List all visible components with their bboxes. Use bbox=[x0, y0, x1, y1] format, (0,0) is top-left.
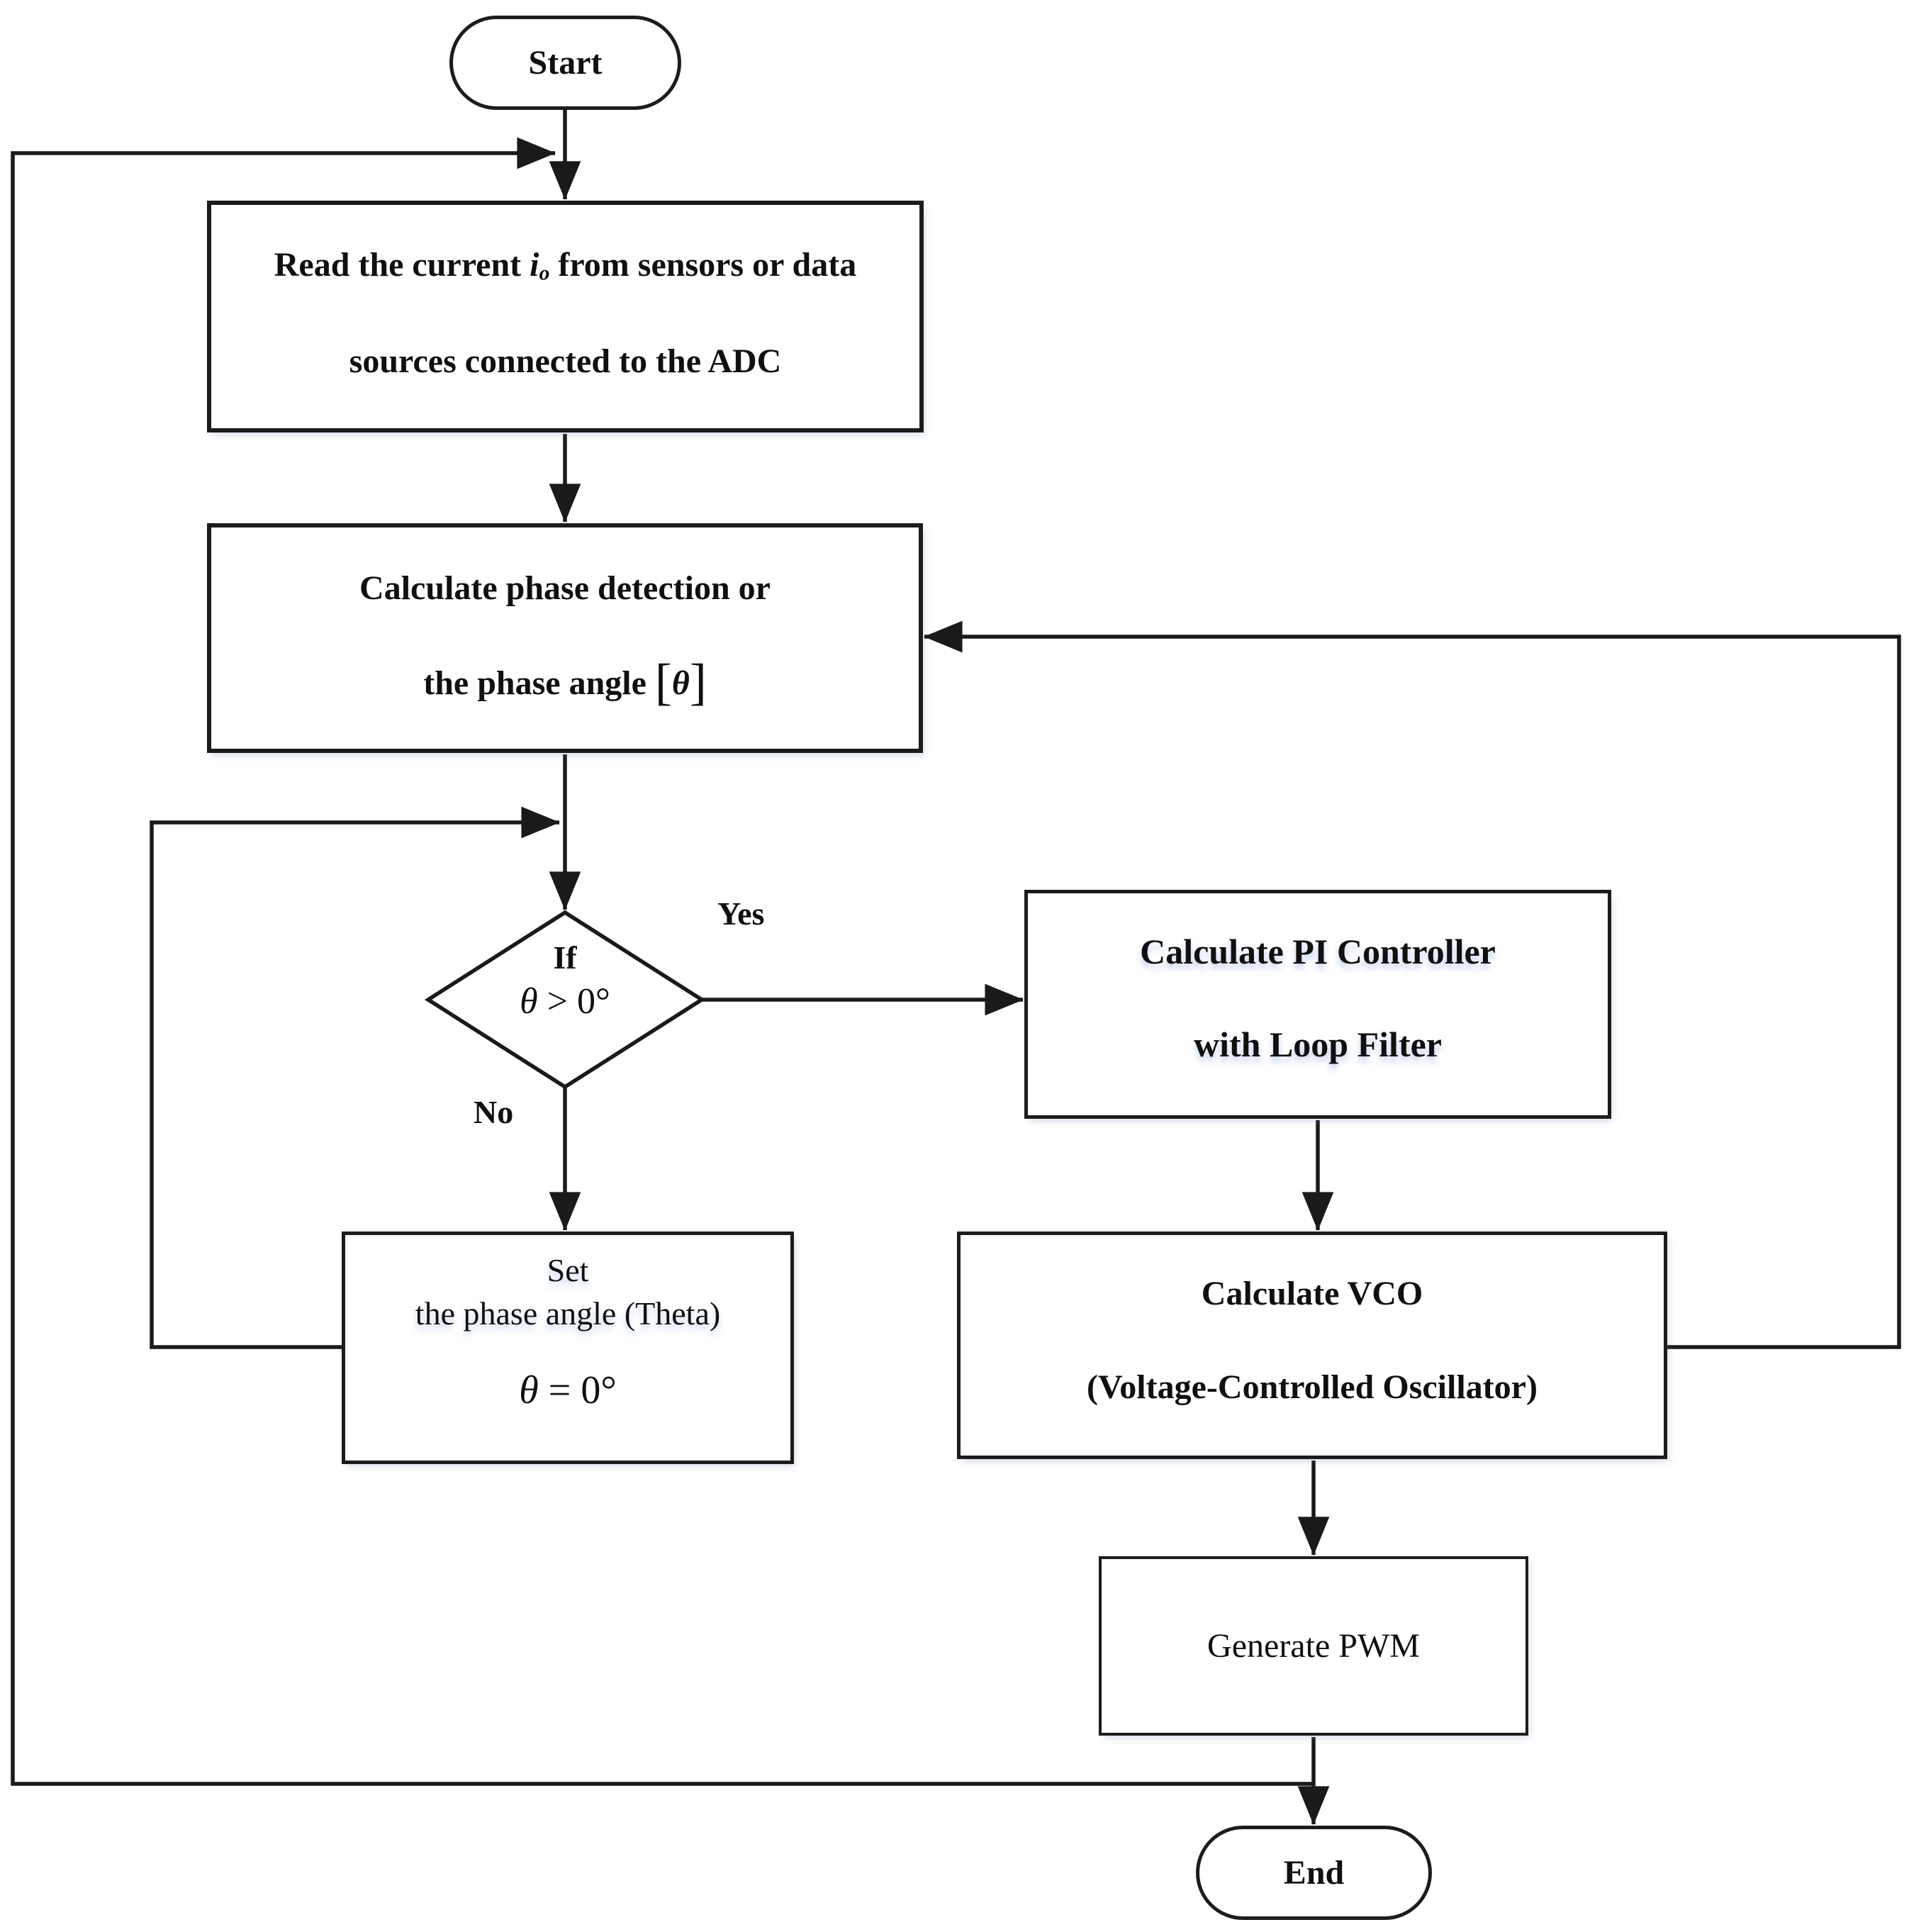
end-node: End bbox=[1196, 1826, 1432, 1920]
theta-symbol: θ bbox=[520, 981, 538, 1022]
theta-symbol: θ bbox=[671, 664, 690, 702]
open-bracket: [ bbox=[654, 653, 672, 710]
start-label: Start bbox=[528, 44, 603, 82]
decision-condition: θ > 0° bbox=[520, 981, 610, 1022]
decision-diamond-shape bbox=[424, 910, 706, 1090]
vco-box: Calculate VCO (Voltage-Controlled Oscill… bbox=[957, 1232, 1667, 1459]
decision-diamond: If θ > 0° bbox=[441, 937, 689, 1024]
phase-detection-line2: the phase angle [θ] bbox=[423, 653, 707, 710]
no-label: No bbox=[474, 1094, 514, 1130]
read-current-line2: sources connected to the ADC bbox=[349, 342, 782, 380]
vco-line1: Calculate VCO bbox=[1201, 1274, 1423, 1312]
set-line2: the phase angle (Theta) bbox=[415, 1295, 721, 1331]
close-bracket: ] bbox=[689, 653, 707, 710]
theta-symbol: θ bbox=[519, 1368, 539, 1413]
phase-detection-box: Calculate phase detection or the phase a… bbox=[207, 523, 923, 753]
set-phase-angle-box: Set the phase angle (Theta) θ = 0° bbox=[342, 1232, 794, 1464]
pi-controller-line1: Calculate PI Controller bbox=[1140, 931, 1496, 971]
current-variable-subscript: o bbox=[539, 261, 550, 285]
set-line1: Set bbox=[547, 1252, 589, 1288]
pi-controller-line2: with Loop Filter bbox=[1194, 1024, 1442, 1065]
read-current-box: Read the current io from sensors or data… bbox=[207, 201, 924, 432]
edge-vco-to-phase-feedback bbox=[924, 620, 1901, 1349]
decision-if-label: If bbox=[553, 939, 577, 976]
generate-pwm-label: Generate PWM bbox=[1207, 1627, 1420, 1665]
current-variable: i bbox=[530, 246, 539, 284]
end-label: End bbox=[1283, 1854, 1345, 1892]
edge-set-to-decision-loop bbox=[150, 806, 560, 1349]
start-node: Start bbox=[449, 16, 681, 110]
pi-controller-box: Calculate PI Controller with Loop Filter bbox=[1024, 890, 1611, 1119]
generate-pwm-box: Generate PWM bbox=[1099, 1556, 1528, 1736]
vco-line2: (Voltage-Controlled Oscillator) bbox=[1087, 1368, 1538, 1407]
read-current-line1: Read the current io from sensors or data bbox=[274, 246, 857, 285]
phase-detection-line1: Calculate phase detection or bbox=[359, 569, 771, 607]
set-equation: θ = 0° bbox=[519, 1368, 617, 1413]
edge-loop-pwm-to-read bbox=[11, 137, 1314, 1786]
yes-label: Yes bbox=[717, 895, 765, 932]
